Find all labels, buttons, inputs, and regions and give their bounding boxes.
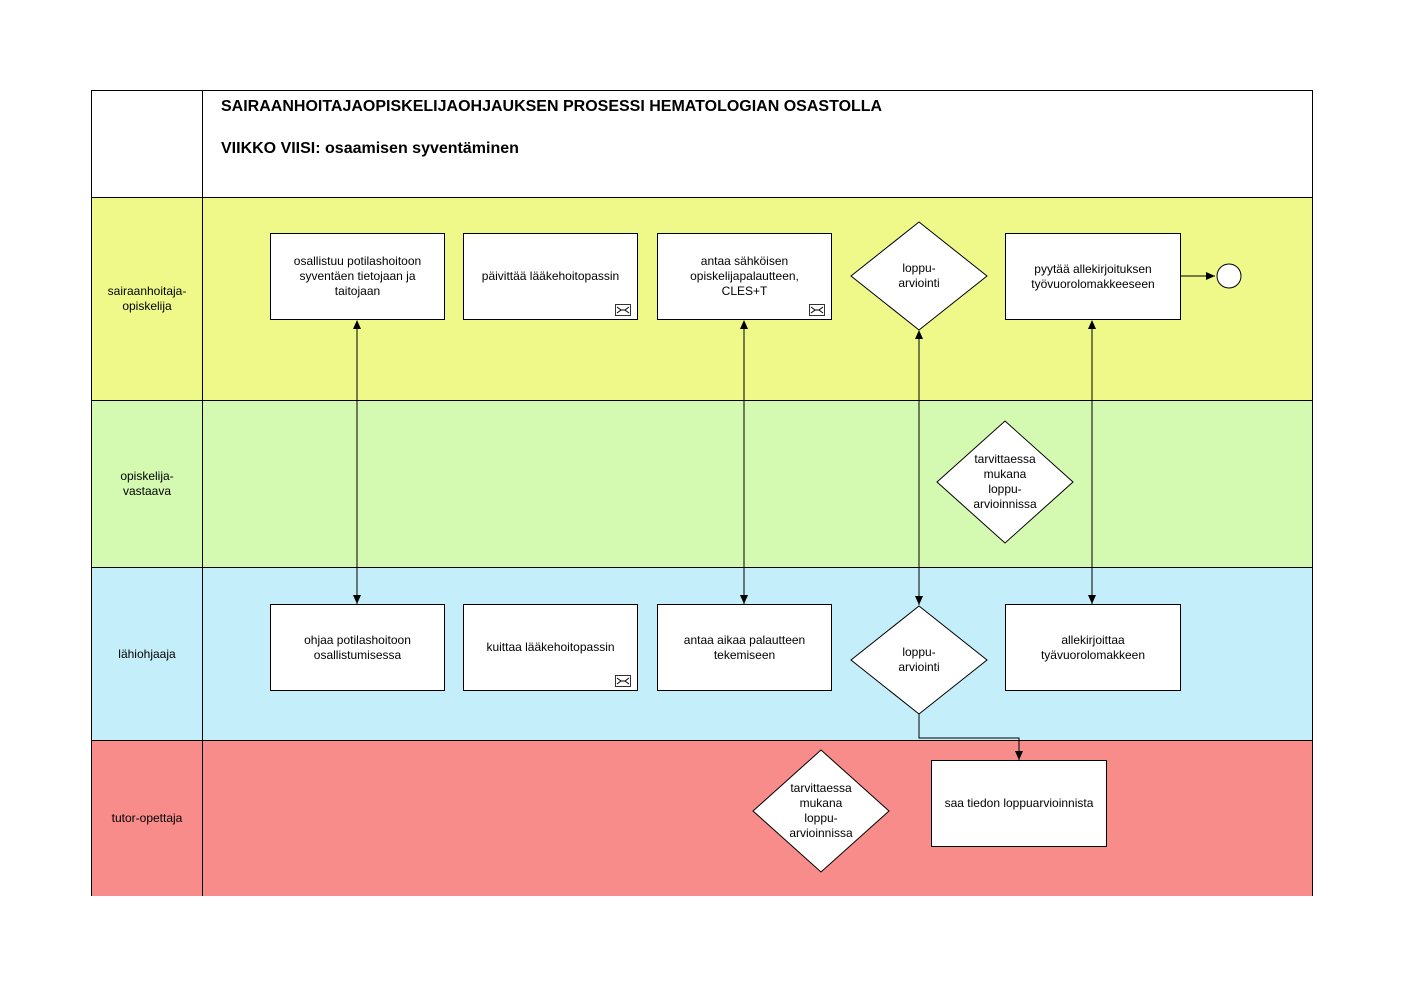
diagram-title: SAIRAANHOITAJAOPISKELIJAOHJAUKSEN PROSES… bbox=[221, 98, 883, 115]
task-label: ohjaa potilashoitoon osallistumisessa bbox=[304, 632, 411, 662]
lane-responsible: opiskelija- vastaava bbox=[91, 400, 1313, 568]
task-receive-evaluation-info: saa tiedon loppuarvioinnista bbox=[931, 760, 1107, 847]
task-guide-care: ohjaa potilashoitoon osallistumisessa bbox=[270, 604, 445, 691]
end-event-icon bbox=[1216, 263, 1242, 289]
task-label: kuittaa lääkehoitopassin bbox=[486, 640, 615, 654]
connector-m4-t2 bbox=[918, 714, 1023, 760]
task-request-signature: pyytää allekirjoituksen työvuorolomakkee… bbox=[1005, 233, 1181, 320]
lane-tutor: tutor-opettaja bbox=[91, 740, 1313, 896]
decision-responsible-participation bbox=[936, 420, 1074, 544]
header-row bbox=[91, 90, 1313, 198]
subprocess-icon bbox=[615, 675, 631, 687]
subprocess-icon bbox=[809, 304, 825, 316]
task-label: antaa aikaa palautteen tekemiseen bbox=[683, 632, 806, 662]
task-update-medication-passport: päivittää lääkehoitopassin bbox=[463, 233, 638, 320]
lane-label-student: sairaanhoitaja- opiskelija bbox=[92, 198, 203, 400]
task-label: pyytää allekirjoituksen työvuorolomakkee… bbox=[1031, 261, 1155, 291]
decision-tutor-participation bbox=[752, 749, 890, 873]
task-acknowledge-medication-passport: kuittaa lääkehoitopassin bbox=[463, 604, 638, 691]
task-label: saa tiedon loppuarvioinnista bbox=[944, 796, 1094, 810]
decision-mentor-final-evaluation bbox=[850, 605, 988, 715]
task-label: päivittää lääkehoitopassin bbox=[481, 269, 620, 283]
task-label: antaa sähköisen opiskelijapalautteen, CL… bbox=[690, 254, 799, 298]
task-give-feedback: antaa sähköisen opiskelijapalautteen, CL… bbox=[657, 233, 832, 320]
decision-student-final-evaluation bbox=[850, 221, 988, 331]
task-label: allekirjoittaa tyävuorolomakkeen bbox=[1040, 632, 1146, 662]
task-sign-shift-form: allekirjoittaa tyävuorolomakkeen bbox=[1005, 604, 1181, 691]
task-allow-time-feedback: antaa aikaa palautteen tekemiseen bbox=[657, 604, 832, 691]
lane-label-mentor: lähiohjaaja bbox=[92, 568, 203, 740]
lane-label-tutor: tutor-opettaja bbox=[92, 741, 203, 896]
diagram-subtitle: VIIKKO VIISI: osaamisen syventäminen bbox=[221, 140, 519, 157]
lane-label-responsible: opiskelija- vastaava bbox=[92, 401, 203, 567]
task-participate-care: osallistuu potilashoitoon syventäen tiet… bbox=[270, 233, 445, 320]
subprocess-icon bbox=[615, 304, 631, 316]
task-label: osallistuu potilashoitoon syventäen tiet… bbox=[293, 254, 422, 298]
